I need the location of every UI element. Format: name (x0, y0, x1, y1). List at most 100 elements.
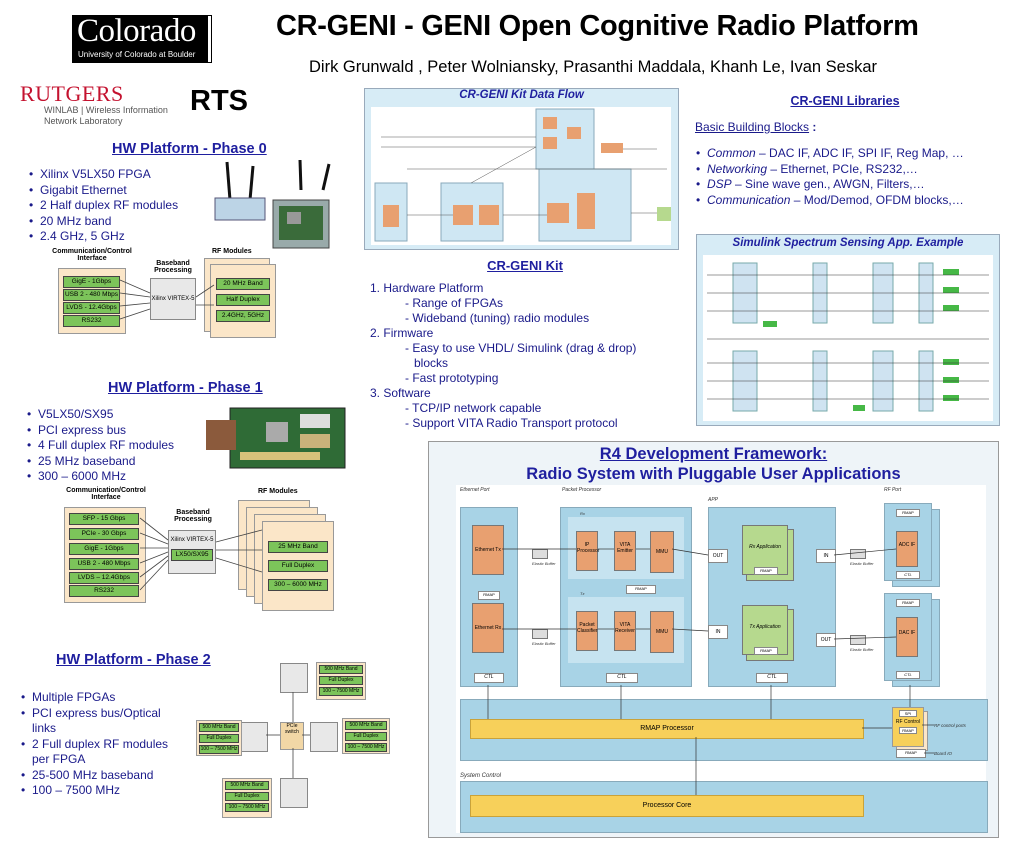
kit-sub: - Fast prototyping (405, 371, 499, 385)
r4-board-io: Board IO (934, 751, 953, 756)
list-item: 20 MHz band (28, 214, 178, 230)
r4-rf-control-ports: RF control ports (934, 723, 966, 728)
list-item: DSP – Sine wave gen., AWGN, Filters,… (695, 177, 995, 193)
kit-sub: - Wideband (tuning) radio modules (405, 311, 590, 325)
list-item: Common – DAC IF, ADC IF, SPI IF, Reg Map… (695, 146, 995, 162)
p2-rf-right: 500 MHz Band Full Duplex 100 – 7500 MHz (342, 718, 390, 754)
list-item: 25-500 MHz baseband (20, 768, 180, 784)
r4-pp-ctl: CTL (606, 673, 638, 683)
p2-fpga-top (280, 663, 308, 693)
p2-rf: 100 – 7500 MHz (345, 743, 387, 752)
kit-data-flow-diagram (371, 107, 671, 245)
kit-data-flow-title: CR-GENI Kit Data Flow (459, 89, 584, 101)
poster-title: CR-GENI - GENI Open Cognitive Radio Plat… (276, 10, 919, 43)
r4-title-line2: Radio System with Pluggable User Applica… (526, 465, 901, 483)
p0-iface: LVDS - 12.4Gbps (63, 302, 120, 314)
kit-item: 1. Hardware Platform (370, 281, 484, 295)
r4-pkt-proc-label: Packet Processor (562, 487, 602, 493)
r4-rf-control: SPI RF Control RMAP (892, 707, 924, 747)
list-item: 2.4 GHz, 5 GHz (28, 229, 178, 245)
p0-arrows (119, 279, 215, 320)
r4-ip-processor: IP Processor (576, 531, 600, 571)
r4-tx-label: Tx (580, 591, 585, 596)
list-item: PCI express bus/Optical links (20, 706, 180, 737)
list-item: 4 Full duplex RF modules (26, 438, 174, 454)
p1-rf: 300 – 6000 MHz (268, 579, 328, 591)
r4-tx-app-rmap: RMAP (754, 647, 778, 655)
kit-sub: - Support VITA Radio Transport protocol (405, 416, 618, 430)
phase2-bullets: Multiple FPGAs PCI express bus/Optical l… (20, 690, 180, 799)
p2-fpga-right (310, 722, 338, 752)
list-item: 300 – 6000 MHz (26, 469, 174, 485)
r4-eth-ctl: CTL (474, 673, 504, 683)
kit-sub: - Range of FPGAs (405, 296, 504, 310)
r4-framework-panel: R4 Development Framework: Radio System w… (428, 441, 999, 838)
simulink-title: Simulink Spectrum Sensing App. Example (732, 237, 964, 249)
p1-fpga-chip: Xilinx VIRTEX-5 LX50/SX95 (168, 530, 216, 574)
r4-eth-rx: Ethernet Rx (472, 603, 504, 653)
rts-label: RTS (190, 85, 248, 117)
r4-dac-if: DAC IF (896, 617, 918, 657)
simulink-panel: Simulink Spectrum Sensing App. Example (696, 234, 1000, 426)
p1-iface: PCIe - 30 Gbps (69, 528, 139, 540)
r4-pp-rmap: RMAP (626, 585, 656, 594)
r4-mmu-rx: MMU (650, 531, 674, 573)
phase1-heading: HW Platform - Phase 1 (108, 380, 263, 396)
p2-rf: Full Duplex (199, 734, 239, 743)
libraries-list: Common – DAC IF, ADC IF, SPI IF, Reg Map… (695, 146, 995, 208)
r4-rfc-rmap: RMAP (899, 727, 917, 734)
r4-elastic-label: Elastic Buffer (850, 561, 874, 566)
p2-rf: Full Duplex (345, 732, 387, 741)
phase1-board-photo (206, 407, 346, 469)
phase1-bullets: V5LX50/SX95 PCI express bus 4 Full duple… (26, 407, 174, 485)
p1-rf-label: RF Modules (258, 488, 298, 495)
list-item: Xilinx V5LX50 FPGA (28, 167, 178, 183)
r4-rf-port-label: RF Port (884, 487, 902, 493)
list-item: 2 Half duplex RF modules (28, 198, 178, 214)
r4-vita-receiver: VITA Receiver (614, 611, 636, 651)
p2-rf: 500 MHz Band (319, 665, 363, 674)
libraries-section: CR-GENI Libraries Basic Building Blocks … (695, 94, 995, 208)
p0-fpga-chip: Xilinx VIRTEX-5 (150, 278, 196, 320)
p2-rf: 500 MHz Band (345, 721, 387, 730)
r4-rx-app: Rx Application (742, 525, 788, 575)
r4-dac-ctl: CTL (896, 671, 920, 679)
kit-section: CR-GENI Kit 1. Hardware Platform - Range… (370, 258, 680, 431)
list-item: Networking – Ethernet, PCIe, RS232,… (695, 162, 995, 178)
r4-buffer-icon (532, 549, 548, 559)
libraries-subheading: Basic Building Blocks : (695, 120, 817, 134)
r4-title-line1: R4 Development Framework: (599, 445, 828, 463)
p0-bb-label: Baseband Processing (154, 260, 192, 274)
r4-app-in: IN (708, 625, 728, 639)
list-item: Multiple FPGAs (20, 690, 180, 706)
r4-connections (487, 548, 934, 795)
authors: Dirk Grunwald , Peter Wolniansky, Prasan… (309, 58, 878, 76)
p1-iface: RS232 (69, 585, 139, 597)
r4-rf-control-label: RF Control (895, 719, 921, 725)
p2-fpga-left (240, 722, 268, 752)
kit-heading: CR-GENI Kit (487, 258, 563, 273)
kit-list: 1. Hardware Platform - Range of FPGAs - … (370, 281, 680, 431)
simulink-diagram (703, 255, 993, 421)
kit-item: 3. Software (370, 386, 431, 400)
colorado-logo-sub: University of Colorado at Boulder (78, 50, 196, 59)
list-item: 25 MHz baseband (26, 454, 174, 470)
colorado-logo-text: Colorado (77, 13, 196, 49)
p1-bb-label: Baseband Processing (174, 509, 212, 523)
kit-sub: blocks (414, 356, 449, 370)
r4-adc-ctl: CTL (896, 571, 920, 579)
r4-spi: SPI (899, 710, 917, 717)
p0-iface: GigE - 1Gbps (63, 276, 120, 288)
p1-iface: SFP - 15 Gbps (69, 513, 139, 525)
r4-app-out-right: OUT (816, 633, 836, 647)
p2-rf-top: 500 MHz Band Full Duplex 100 – 7500 MHz (316, 662, 366, 700)
r4-rx-label: Rx (580, 511, 585, 516)
list-item: 2 Full duplex RF modules per FPGA (20, 737, 180, 768)
r4-vita-emitter: VITA Emitter (614, 531, 636, 571)
r4-mmu-tx: MMU (650, 611, 674, 653)
p1-chip-label: LX50/SX95 (171, 549, 213, 561)
p0-rf: 20 MHz Band (216, 278, 270, 290)
r4-board-rmap: RMAP (896, 749, 926, 758)
title-bold: Open Cognitive Radio Platform (498, 10, 919, 42)
r4-eth-tx: Ethernet Tx (472, 525, 504, 575)
